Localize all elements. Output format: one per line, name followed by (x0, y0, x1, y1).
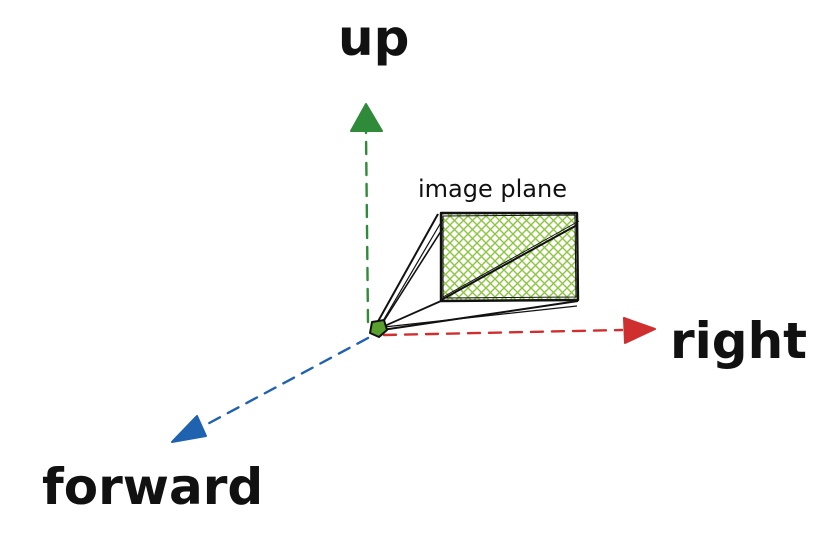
frustum-edge-bottom-right (381, 300, 579, 331)
frustum-edge-top-left-sketch (379, 218, 444, 327)
image-plane-border-sketch (442, 214, 577, 299)
right-axis-line (382, 328, 624, 337)
image-plane-diagonal-sketch (442, 220, 580, 298)
forward-arrowhead-icon (171, 415, 207, 443)
image-plane-border (439, 211, 580, 303)
right-axis (382, 317, 656, 344)
view-frustum (375, 213, 579, 331)
camera-origin-dot (369, 319, 388, 338)
forward-axis-line (198, 336, 370, 430)
forward-axis (171, 336, 370, 443)
right-label: right (670, 312, 807, 370)
up-label: up (338, 9, 409, 67)
image-plane (439, 211, 580, 303)
up-arrowhead-icon (350, 103, 383, 132)
right-arrowhead-icon (623, 317, 656, 344)
up-axis (350, 103, 383, 324)
image-plane-label: image plane (418, 175, 567, 203)
frustum-edge-bottom-left (379, 300, 442, 329)
frustum-edge-mid (379, 227, 444, 328)
frustum-edge-bottom-right-sketch (383, 305, 578, 328)
up-axis-line (364, 130, 370, 324)
image-plane-diagonal (440, 224, 578, 301)
forward-label: forward (42, 458, 263, 516)
frustum-edge-top-left (375, 213, 439, 326)
